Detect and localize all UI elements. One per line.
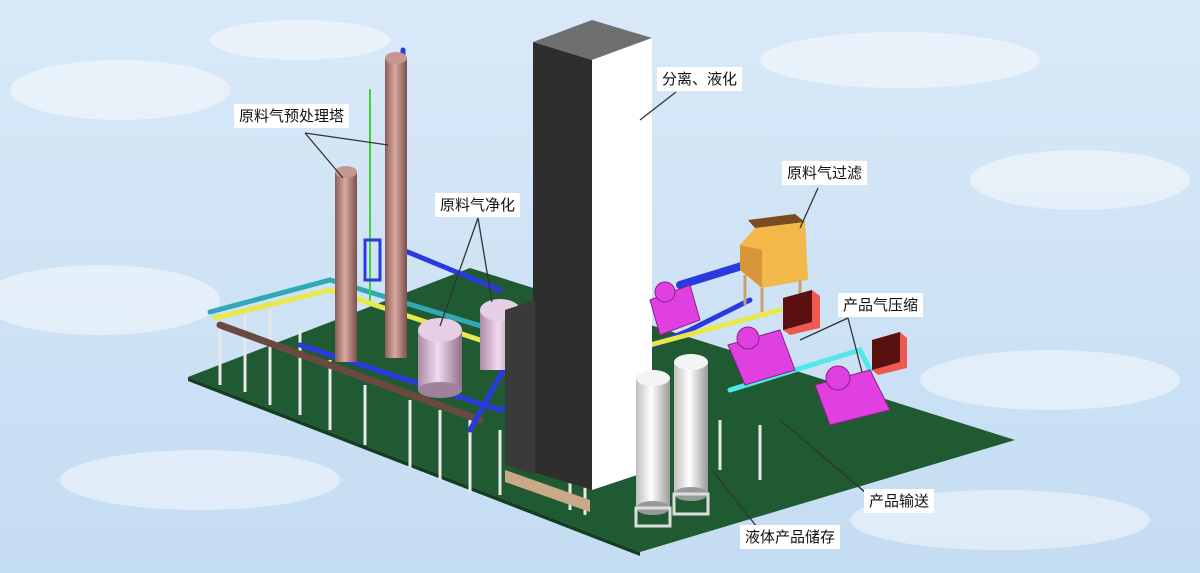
liquid-storage-tank-1 bbox=[634, 370, 672, 528]
compressors bbox=[649, 281, 891, 426]
pretreatment-tower-tall bbox=[385, 52, 407, 358]
clouds bbox=[0, 20, 1190, 550]
label-feed-filter: 原料气过滤 bbox=[782, 161, 868, 185]
label-liquid-storage: 液体产品储存 bbox=[740, 525, 841, 549]
leader-lines bbox=[304, 91, 873, 528]
pretreatment-tower-short bbox=[335, 166, 357, 362]
purification-vessel-1 bbox=[418, 318, 462, 398]
label-product-compression: 产品气压缩 bbox=[838, 293, 924, 317]
feed-filter bbox=[740, 214, 808, 312]
label-purification: 原料气净化 bbox=[435, 193, 521, 217]
label-separation-liquefaction: 分离、液化 bbox=[657, 67, 743, 91]
platform-edge bbox=[188, 377, 640, 556]
label-product-delivery: 产品输送 bbox=[864, 489, 935, 513]
control-cabinets bbox=[783, 290, 907, 375]
liquid-storage-tank-2 bbox=[672, 354, 710, 516]
label-pretreatment-tower: 原料气预处理塔 bbox=[234, 104, 350, 128]
